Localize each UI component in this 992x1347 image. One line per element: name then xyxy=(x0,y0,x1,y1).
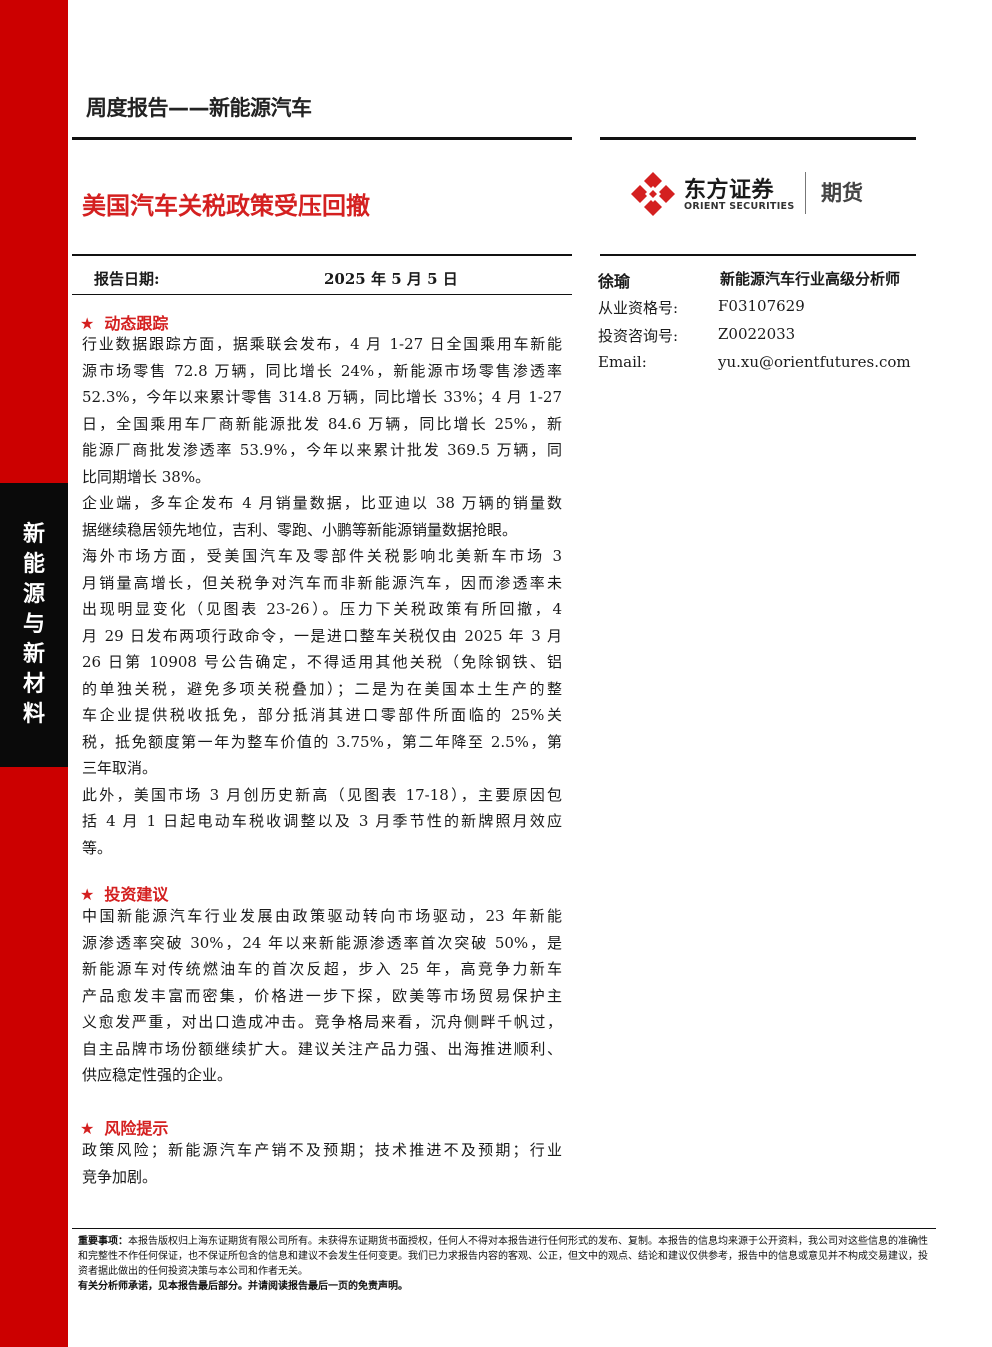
text-line: 等。 xyxy=(82,838,113,857)
side-char: 与 xyxy=(22,612,45,637)
analyst-name: 徐瑜 xyxy=(598,272,631,291)
text-line: 政策风险；新能源汽车产销不及预期；技术推进不及预期；行业 xyxy=(82,1141,562,1159)
footer-rule xyxy=(72,1228,936,1229)
text-line: 义愈发严重，对出口造成冲击。竞争格局来看，沉舟侧畔千帆过， xyxy=(82,1013,562,1031)
disclaimer-text: 本报告版权归上海东证期货有限公司所有。未获得东证期货书面授权，任何人不得对本报告… xyxy=(78,1236,928,1277)
disclaimer: 重要事项：本报告版权归上海东证期货有限公司所有。未获得东证期货书面授权，任何人不… xyxy=(78,1234,930,1294)
date-rule-left xyxy=(72,254,572,256)
orient-logo-icon xyxy=(631,172,675,216)
text-line: 能源厂商批发渗透率 53.9%，今年以来累计批发 369.5 万辆，同 xyxy=(82,441,562,459)
date-rule-bottom xyxy=(72,294,572,295)
text-line: 源渗透率突破 30%，24 年以来新能源渗透率首次突破 50%，是 xyxy=(82,933,562,952)
section-heading-text: 风险提示 xyxy=(104,1119,169,1138)
section-body-risk: 政策风险；新能源汽车产销不及预期；技术推进不及预期；行业竞争加剧。 xyxy=(82,1137,562,1190)
report-title: 美国汽车关税政策受压回撤 xyxy=(82,192,370,220)
logo-name-en: ORIENT SECURITIES xyxy=(684,201,795,212)
text-line: 据继续稳居领先地位，吉利、零跑、小鹏等新能源销量数据抢眼。 xyxy=(82,520,518,539)
text-line: 的单独关税，避免多项关税叠加）；二是为在美国本土生产的整 xyxy=(82,679,562,698)
report-type: 周度报告——新能源汽车 xyxy=(86,96,312,120)
text-line: 括 4 月 1 日起电动车税收调整以及 3 月季节性的新牌照月效应 xyxy=(82,812,562,830)
section-heading-text: 投资建议 xyxy=(104,885,169,904)
date-rule-right xyxy=(600,254,916,256)
star-icon: ★ xyxy=(80,885,95,904)
side-char: 源 xyxy=(22,582,45,607)
text-line: 竞争加剧。 xyxy=(82,1167,158,1186)
star-icon: ★ xyxy=(80,1119,95,1138)
text-line: 产品愈发丰富而密集，价格进一步下探，欧美等市场贸易保护主 xyxy=(82,986,562,1005)
text-line: 税，抵免额度第一年为整车价值的 3.75%，第二年降至 2.5%，第 xyxy=(82,732,562,751)
side-char: 新 xyxy=(22,522,45,547)
analyst-email-value[interactable]: yu.xu@orientfutures.com xyxy=(718,353,911,371)
side-category-label: 新 能 源 与 新 材 料 xyxy=(0,520,68,730)
header-rule-left xyxy=(72,137,572,140)
analyst-license-label: 从业资格号: xyxy=(598,299,679,317)
text-line: 三年取消。 xyxy=(82,759,158,777)
text-line: 中国新能源汽车行业发展由政策驱动转向市场驱动，23 年新能 xyxy=(82,907,562,925)
analyst-email-label: Email: xyxy=(598,353,647,371)
section-heading-text: 动态跟踪 xyxy=(104,314,169,333)
text-line: 出现明显变化（见图表 23-26）。压力下关税政策有所回撤，4 xyxy=(82,600,562,618)
section-body-dynamics: 行业数据跟踪方面，据乘联会发布，4 月 1-27 日全国乘用车新能源市场零售 7… xyxy=(82,331,562,861)
logo-division: 期货 xyxy=(821,181,863,205)
analyst-consult-value: Z0022033 xyxy=(718,325,796,343)
side-char: 能 xyxy=(22,552,45,577)
text-line: 比同期增长 38%。 xyxy=(82,467,211,486)
text-line: 此外，美国市场 3 月创历史新高（见图表 17-18），主要原因包 xyxy=(82,785,562,804)
text-line: 26 日第 10908 号公告确定，不得适用其他关税（免除钢铁、铝 xyxy=(82,653,562,671)
star-icon: ★ xyxy=(80,314,95,333)
report-date-value: 2025 年 5 月 5 日 xyxy=(324,270,458,288)
text-line: 月销量高增长，但关税争对汽车而非新能源汽车，因而渗透率未 xyxy=(82,573,562,592)
company-logo: 东方证券 ORIENT SECURITIES 期货 xyxy=(631,170,901,220)
side-char: 料 xyxy=(22,702,45,727)
text-line: 月 29 日发布两项行政命令，一是进口整车关税仅由 2025 年 3 月 xyxy=(82,626,562,645)
section-heading-investment: ★ 投资建议 xyxy=(80,881,168,905)
text-line: 新能源车对传统燃油车的首次反超，步入 25 年，高竞争力新车 xyxy=(82,960,562,978)
text-line: 行业数据跟踪方面，据乘联会发布，4 月 1-27 日全国乘用车新能 xyxy=(82,335,562,353)
analyst-consult-label: 投资咨询号: xyxy=(598,327,679,345)
side-char: 新 xyxy=(22,642,45,667)
text-line: 供应稳定性强的企业。 xyxy=(82,1066,233,1084)
text-line: 企业端，多车企发布 4 月销量数据，比亚迪以 38 万辆的销量数 xyxy=(82,494,562,512)
side-char: 材 xyxy=(22,672,45,697)
header-rule-right xyxy=(600,137,916,140)
text-line: 车企业提供税收抵免，部分抵消其进口零部件所面临的 25%关 xyxy=(82,706,562,724)
report-date-label: 报告日期: xyxy=(94,270,160,288)
section-heading-risk: ★ 风险提示 xyxy=(80,1115,168,1139)
text-line: 日，全国乘用车厂商新能源批发 84.6 万辆，同比增长 25%，新 xyxy=(82,414,562,433)
section-heading-dynamics: ★ 动态跟踪 xyxy=(80,310,168,334)
text-line: 自主品牌市场份额继续扩大。建议关注产品力强、出海推进顺利、 xyxy=(82,1039,562,1058)
text-line: 源市场零售 72.8 万辆，同比增长 24%，新能源市场零售渗透率 xyxy=(82,361,562,380)
text-line: 52.3%，今年以来累计零售 314.8 万辆，同比增长 33%；4 月 1-2… xyxy=(82,388,562,406)
logo-name-cn: 东方证券 xyxy=(684,178,775,203)
section-body-investment: 中国新能源汽车行业发展由政策驱动转向市场驱动，23 年新能源渗透率突破 30%，… xyxy=(82,903,562,1089)
analyst-license-value: F03107629 xyxy=(718,297,805,315)
disclaimer-note: 有关分析师承诺，见本报告最后部分。并请阅读报告最后一页的免责声明。 xyxy=(78,1281,408,1292)
analyst-title: 新能源汽车行业高级分析师 xyxy=(720,270,901,288)
disclaimer-label: 重要事项： xyxy=(78,1236,128,1247)
text-line: 海外市场方面，受美国汽车及零部件关税影响北美新车市场 3 xyxy=(82,547,562,565)
logo-divider xyxy=(805,172,806,214)
side-category-block xyxy=(0,483,68,767)
